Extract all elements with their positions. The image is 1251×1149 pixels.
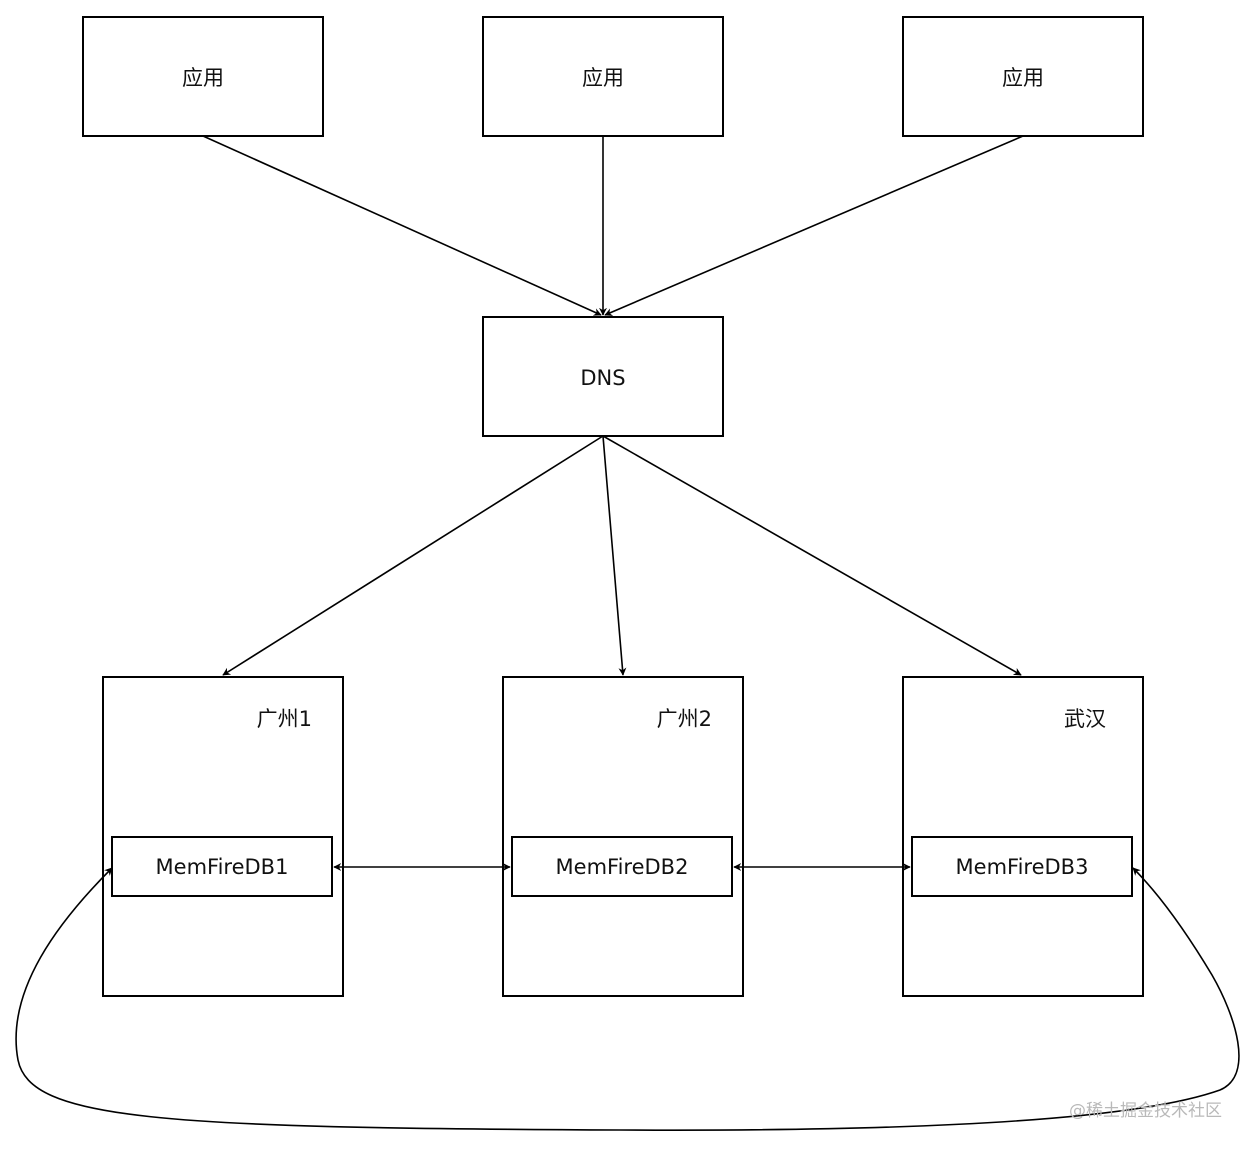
dns-node: DNS	[482, 316, 724, 437]
dns-node-label: DNS	[580, 366, 625, 390]
app-node-3: 应用	[902, 16, 1144, 137]
edge-dns-to-region1	[222, 435, 604, 676]
db-node-2-label: MemFireDB2	[556, 855, 689, 879]
region-node-3-label: 武汉	[1064, 707, 1106, 731]
edge-dns-to-region2	[602, 435, 627, 676]
region-node-2-label: 广州2	[657, 707, 712, 731]
region-node-2: 广州2 MemFireDB2	[502, 676, 744, 997]
region-node-1-label: 广州1	[257, 707, 312, 731]
edge-app1-to-dns	[202, 135, 602, 316]
watermark-text: @稀土掘金技术社区	[1069, 1101, 1222, 1121]
db-node-1	[111, 836, 333, 897]
region-node-1: 广州1 MemFireDB1	[102, 676, 344, 997]
app-node-1-label: 应用	[182, 66, 224, 90]
app-node-2-label: 应用	[582, 66, 624, 90]
db-node-3	[911, 836, 1133, 897]
app-node-2: 应用	[482, 16, 724, 137]
app-node-1: 应用	[82, 16, 324, 137]
app-node-3-label: 应用	[1002, 66, 1044, 90]
edge-db1-db3-curve	[15, 867, 1240, 1131]
db-node-2	[511, 836, 733, 897]
region-node-3: 武汉 MemFireDB3	[902, 676, 1144, 997]
edge-dns-to-region3	[602, 435, 1022, 676]
db-node-1-label: MemFireDB1	[156, 855, 289, 879]
edge-app3-to-dns	[604, 135, 1024, 316]
db-node-3-label: MemFireDB3	[956, 855, 1089, 879]
